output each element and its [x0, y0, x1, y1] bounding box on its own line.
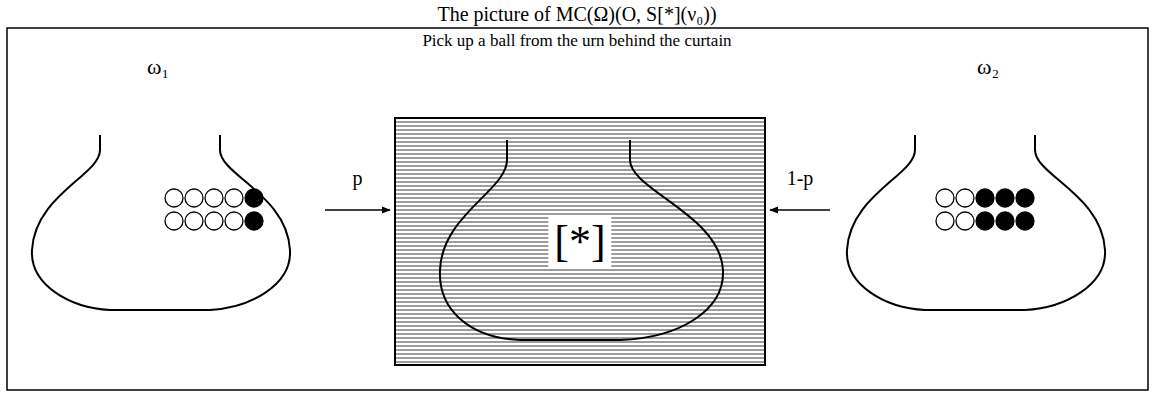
urn-label: ω₁	[147, 55, 169, 79]
left-urn	[32, 135, 290, 310]
urn-label: ω₂	[977, 55, 999, 79]
hidden-urn-label: [*]	[548, 215, 611, 267]
probability-label: p	[353, 166, 363, 190]
curtain-box: [*]	[395, 118, 765, 365]
arrow	[325, 209, 390, 211]
frame	[7, 28, 1148, 390]
title: The picture of MC(Ω)(O, S[*](ν₀))	[437, 1, 716, 27]
right-urn	[847, 135, 1105, 310]
urn: ω₂	[835, 55, 1135, 320]
probability-label: 1-p	[787, 166, 814, 190]
curtain	[395, 118, 765, 365]
arrow	[770, 209, 830, 211]
urn: ω₁	[20, 55, 320, 320]
instruction-label: Pick up a ball from the urn behind the c…	[422, 31, 731, 51]
